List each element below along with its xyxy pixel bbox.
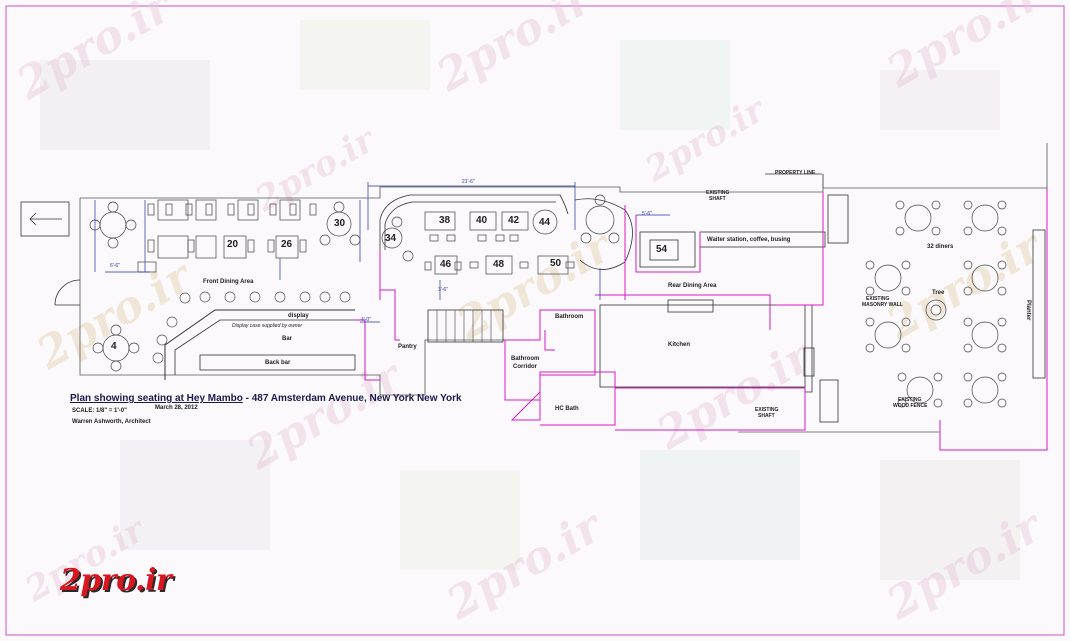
table-number: 44	[539, 217, 551, 228]
table-number: 40	[476, 215, 488, 226]
tree-label: Tree	[932, 290, 945, 296]
existing-shaft-label: SHAFT	[758, 413, 775, 419]
display-label: display	[288, 313, 309, 319]
front-dining-label: Front Dining Area	[203, 279, 254, 285]
waiter-station-label: Waiter station, coffee, busing	[707, 237, 791, 243]
bar-label: Bar	[282, 336, 293, 342]
existing-shaft-label: SHAFT	[709, 196, 726, 202]
existing-wall-label: MASONRY WALL	[862, 302, 903, 308]
drawing-date: March 28, 2012	[155, 405, 198, 411]
drawing-architect: Warren Ashworth, Architect	[72, 419, 151, 425]
existing-fence-label: EXISTING	[898, 397, 922, 403]
drawing-address: - 487 Amsterdam Avenue, New York New Yor…	[245, 393, 462, 404]
table-number: 38	[439, 215, 451, 226]
hc-bath-label: HC Bath	[555, 406, 579, 412]
table-number: 20	[227, 239, 239, 250]
display-note: Display case supplied by owner	[232, 323, 303, 329]
existing-wall-label: EXISTING	[866, 296, 890, 302]
dimension-label: 4'-0"	[361, 317, 371, 323]
existing-fence-label: WOOD FENCE	[893, 403, 928, 409]
table-number: 48	[493, 259, 505, 270]
dimension-label: 21'-6"	[462, 179, 475, 185]
bathroom-label: Bathroom	[555, 314, 584, 320]
bathroom-corridor-label: Corridor	[513, 364, 537, 370]
bathroom-corridor-label: Bathroom	[511, 356, 540, 362]
property-line-label: PROPERTY LINE	[775, 170, 816, 176]
table-number: 54	[656, 244, 668, 255]
dimension-label: 5'-6"	[642, 211, 652, 217]
dimension-label: 6'-6"	[110, 263, 120, 269]
table-number: 4	[111, 341, 117, 352]
site-logo: 2pro.ir	[60, 563, 172, 598]
table-number: 30	[334, 218, 346, 229]
dimension-label: 3'-6"	[438, 287, 448, 293]
drawing-scale: SCALE: 1/8" = 1'-0"	[72, 408, 127, 414]
drawing-title-text: Plan showing seating at Hey Mambo	[70, 393, 243, 404]
pantry-label: Pantry	[398, 344, 417, 350]
existing-shaft-label: EXISTING	[755, 407, 779, 413]
table-number: 50	[550, 258, 562, 269]
planter-label: Planter	[1025, 300, 1031, 321]
table-number: 42	[508, 215, 520, 226]
diners-label: 32 diners	[927, 244, 954, 250]
back-bar-label: Back bar	[265, 360, 291, 366]
table-number: 34	[385, 233, 397, 244]
existing-shaft-label: EXISTING	[706, 190, 730, 196]
rear-dining-label: Rear Dining Area	[668, 283, 717, 289]
table-number: 46	[440, 259, 452, 270]
kitchen-label: Kitchen	[668, 342, 691, 348]
table-number: 26	[281, 239, 293, 250]
drawing-title: Plan showing seating at Hey Mambo - 487 …	[70, 394, 462, 404]
